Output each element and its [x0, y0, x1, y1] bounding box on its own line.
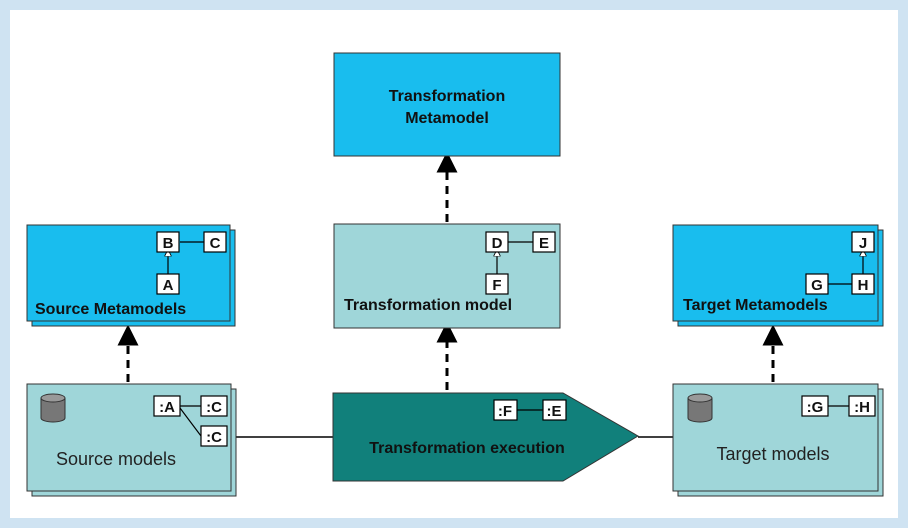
target-models-label: Target models: [716, 444, 829, 464]
source-metamodels-node: B C A Source Metamodels: [26, 224, 236, 327]
transformation-model-node: D E F Transformation model: [333, 223, 561, 329]
transformation-execution-node: :F :E Transformation execution: [332, 392, 639, 482]
target-instance-h: :H: [854, 399, 870, 416]
transformation-execution-label: Transformation execution: [369, 440, 565, 457]
source-instance-a: :A: [159, 399, 175, 416]
target-metamodels-label: Target Metamodels: [683, 297, 828, 314]
source-class-a: A: [163, 277, 174, 294]
database-icon: [40, 393, 66, 423]
target-instance-g: :G: [807, 399, 824, 416]
source-instance-c1: :C: [206, 399, 222, 416]
target-class-g: G: [811, 277, 823, 294]
source-class-b: B: [163, 235, 174, 252]
source-models-node: :A :C :C Source models: [26, 383, 237, 497]
transformation-model-label: Transformation model: [344, 297, 512, 314]
target-models-node: :G :H Target models: [672, 383, 884, 497]
transformation-class-d: D: [492, 235, 503, 252]
target-class-j: J: [859, 235, 867, 252]
source-class-c: C: [210, 235, 221, 252]
source-instance-c2: :C: [206, 429, 222, 446]
database-icon: [687, 393, 713, 423]
source-metamodels-label: Source Metamodels: [35, 301, 186, 318]
execution-instance-e: :E: [547, 403, 562, 420]
source-models-label: Source models: [56, 449, 176, 469]
transformation-class-f: F: [492, 277, 501, 294]
transformation-metamodel-node: Transformation Metamodel: [333, 52, 561, 157]
target-metamodels-node: J G H Target Metamodels: [672, 224, 884, 327]
transformation-metamodel-title-line2: Metamodel: [405, 110, 489, 127]
target-class-h: H: [858, 277, 869, 294]
execution-instance-f: :F: [498, 403, 512, 420]
transformation-metamodel-title-line1: Transformation: [389, 88, 505, 105]
transformation-class-e: E: [539, 235, 549, 252]
